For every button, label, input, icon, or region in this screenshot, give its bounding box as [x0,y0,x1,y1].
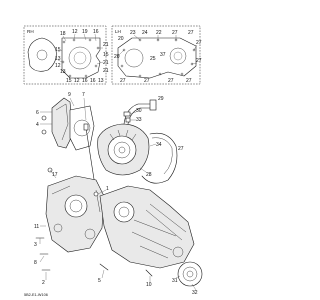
inset-lh-callout: 27 [120,78,126,84]
inset-rh-callout: 12 [55,63,61,69]
inset-lh-boss [124,48,144,68]
inset-lh-bolt [180,72,184,76]
callout-label: 8 [34,260,37,266]
inset-rh-callout: 15 [55,47,61,53]
callout-label: 3 [34,242,37,248]
callout-label: 2 [42,280,45,286]
callout-label: 28 [146,172,152,178]
callout-label: 1 [106,186,109,192]
inset-rh-callout: 18 [60,31,66,37]
inset-rh-callout: 13 [60,69,66,75]
inset-lh-callout: 23 [130,30,136,36]
right-crankcase [51,97,73,149]
inset-rh-bolt [68,74,72,78]
inset-lh-callout: 22 [156,30,162,36]
diagram-code: 5B2-E1-W106 [24,293,48,297]
inset-rh-callout: 15 [103,52,109,58]
inset-rh-callout: 21 [103,42,109,48]
inset-lh-bolt [190,62,194,66]
inset-rh-case [61,37,101,79]
callout-label: 6 [36,110,39,116]
inset-rh-callout: 21 [103,68,109,74]
inset-lh-tag: LH [115,29,121,34]
inset-rh-callout: 16 [90,78,96,84]
inset-rh: RH 18 12 19 16 15 21 [23,25,109,85]
inset-lh-callout: 27 [144,78,150,84]
fastener-bolts [35,115,153,277]
inset-rh-callout: 13 [98,78,104,84]
inset-lh-boss [169,47,187,65]
inset-rh-bolt [94,64,98,68]
inset-rh-callout: 12 [72,29,78,35]
callout-label: 17 [52,172,58,178]
callout-label: 34 [156,142,162,148]
inset-rh-bolt [84,74,88,78]
inset-lh-callout: 27 [196,40,202,46]
inset-lh-callout: 27 [196,58,202,64]
gasket [69,105,95,151]
exploded-parts-diagram: RH 18 12 19 16 15 21 [23,25,203,297]
inset-lh-callout: 37 [160,52,166,58]
inset-lh-callout: 27 [186,78,192,84]
inset-rh-bore [68,46,92,70]
callout-label: 30 [136,108,142,114]
inset-rh-callout: 16 [93,29,99,35]
inset-lh-callout: 24 [142,30,148,36]
main-crankcase [99,185,195,269]
inset-rh-bolt [96,46,100,50]
crankcase-cover [97,123,150,176]
callout-label: 11 [34,224,39,230]
callout-label: 32 [192,290,198,296]
inset-rh-boss [36,49,48,61]
left-crankcase-half [45,175,105,253]
inset-rh-tag: RH [27,29,34,34]
inset-rh-callout: 19 [82,29,88,35]
callout-label: 29 [158,96,164,102]
callout-label: 10 [146,282,152,288]
inset-lh-bolt [120,64,124,68]
inset-rh-callout: 15 [66,78,72,84]
inset-lh-callout: 20 [118,36,124,42]
inset-lh-callout: 27 [168,78,174,84]
inset-lh-callout: 27 [172,30,178,36]
inset-lh: LH 20 23 24 22 27 27 27 20 25 [111,25,202,85]
cover-gasket [141,132,178,184]
callout-label: 4 [36,122,39,128]
drive-disc [177,261,203,287]
callout-label: 31 [172,278,178,284]
inset-rh-callout: 16 [82,78,88,84]
inset-lh-callout: 25 [150,56,156,62]
callout-label: 9 [68,92,71,98]
inset-lh-cover [117,37,197,79]
inset-rh-callout: 13 [55,56,61,62]
callout-label: 5 [98,278,101,284]
main-leader-lines [39,97,197,291]
inset-rh-callout: 21 [103,60,109,66]
inset-rh-callout: 12 [74,78,80,84]
inset-rh-bolt [88,38,92,42]
callout-label: 7 [82,92,85,98]
inset-lh-inner-boss [173,51,183,61]
inset-lh-bolt [122,48,126,52]
callout-label: 33 [136,117,142,123]
inset-lh-bolt [138,38,142,42]
inset-lh-bolt [158,72,162,76]
inset-rh-bolt [72,38,76,42]
inset-lh-callout: 20 [114,54,120,60]
inset-rh-inner-bore [73,51,87,65]
inset-rh-bolt [62,40,66,44]
inset-lh-bolt [192,48,196,52]
inset-rh-cover [27,37,57,72]
inset-lh-bolt [138,74,142,78]
callout-label: 27 [178,146,184,152]
sensor-parts [123,111,131,123]
inset-lh-callout: 27 [188,30,194,36]
main-callouts: 6 4 9 7 30 33 34 17 1 28 29 27 11 3 8 2 … [34,92,198,296]
